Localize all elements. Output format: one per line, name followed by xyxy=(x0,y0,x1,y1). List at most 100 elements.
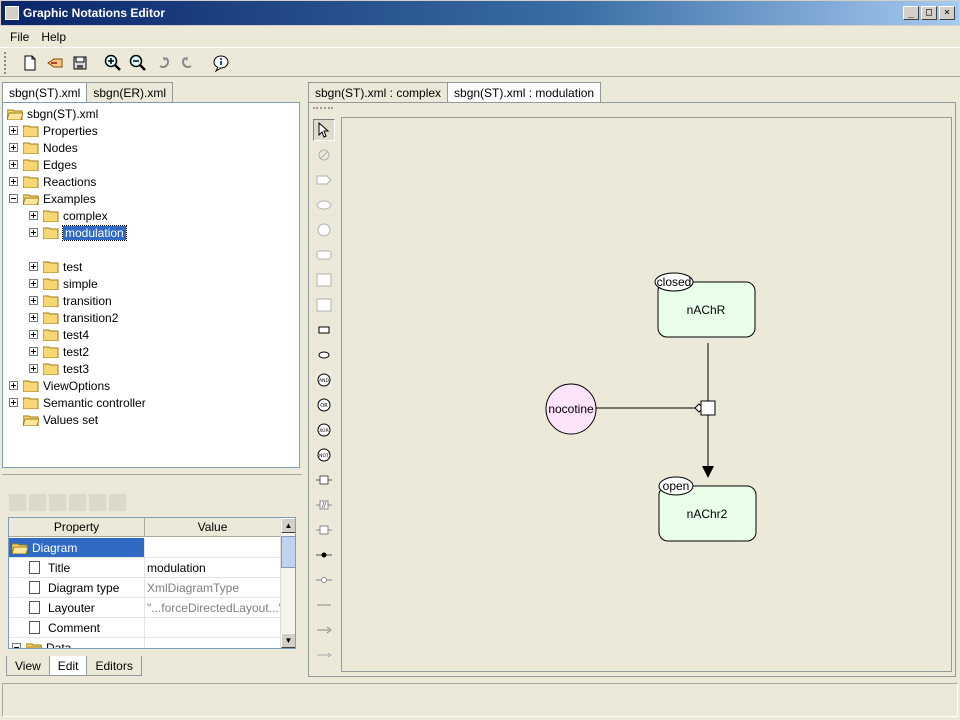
expand-icon[interactable] xyxy=(9,381,18,390)
property-value-comment[interactable] xyxy=(145,618,281,637)
repository-tree[interactable]: sbgn(ST).xml Properties Nodes Edges Reac… xyxy=(2,102,300,468)
omitted-process-tool-button[interactable] xyxy=(313,494,335,516)
column-header-value[interactable]: Value xyxy=(145,518,281,536)
close-button[interactable]: × xyxy=(939,6,955,20)
tab-complex[interactable]: sbgn(ST).xml : complex xyxy=(308,82,449,102)
select-tool-button[interactable] xyxy=(313,119,335,141)
scrollbar-thumb[interactable] xyxy=(281,536,295,568)
new-document-button[interactable] xyxy=(18,51,42,75)
zoom-out-button[interactable] xyxy=(126,51,150,75)
expand-icon[interactable] xyxy=(29,262,38,271)
circle-tool-button[interactable] xyxy=(313,219,335,241)
tree-item-root[interactable]: sbgn(ST).xml xyxy=(7,105,98,122)
properties-toolbar-button[interactable] xyxy=(68,493,87,512)
menu-file[interactable]: File xyxy=(10,29,30,44)
compartment-tool-button[interactable] xyxy=(313,294,335,316)
property-scrollbar[interactable]: ▲ ▼ xyxy=(280,518,295,648)
maximize-button[interactable]: □ xyxy=(921,6,937,20)
open-button[interactable] xyxy=(43,51,67,75)
tab-sbgn-er[interactable]: sbgn(ER).xml xyxy=(86,82,174,102)
menu-help[interactable]: Help xyxy=(41,29,67,44)
expand-icon[interactable] xyxy=(9,143,18,152)
diagram-canvas[interactable]: nAChR closed nAChr2 open nocotine xyxy=(341,117,952,672)
expand-icon[interactable] xyxy=(29,279,38,288)
xor-tool-button[interactable]: XOR xyxy=(313,419,335,441)
complex-tool-button[interactable] xyxy=(313,269,335,291)
properties-toolbar-button[interactable] xyxy=(48,493,67,512)
ellipse-tool-button[interactable] xyxy=(313,194,335,216)
tree-item-test3[interactable]: test3 xyxy=(29,360,89,377)
collapse-icon[interactable] xyxy=(12,643,21,648)
dissociation-tool-button[interactable] xyxy=(313,569,335,591)
node-nachr[interactable]: nAChR closed xyxy=(654,272,756,338)
tab-view[interactable]: View xyxy=(6,656,50,676)
minimize-button[interactable]: _ xyxy=(903,6,919,20)
tree-item-test[interactable]: test xyxy=(29,258,82,275)
property-row-title[interactable]: Title modulation xyxy=(9,558,281,578)
process-tool-button[interactable] xyxy=(313,469,335,491)
source-sink-tool-button[interactable] xyxy=(313,144,335,166)
expand-icon[interactable] xyxy=(29,228,38,237)
arrow-tool-button[interactable] xyxy=(313,619,335,641)
expand-icon[interactable] xyxy=(29,364,38,373)
tree-item-examples[interactable]: Examples xyxy=(9,190,96,207)
tree-item-values-set[interactable]: Values set xyxy=(9,411,98,428)
tab-edit[interactable]: Edit xyxy=(48,656,88,676)
unspecified-tool-button[interactable] xyxy=(313,169,335,191)
expand-icon[interactable] xyxy=(9,177,18,186)
expand-icon[interactable] xyxy=(9,398,18,407)
rounded-rect-tool-button[interactable] xyxy=(313,244,335,266)
tree-item-nodes[interactable]: Nodes xyxy=(9,139,78,156)
open-arrow-tool-button[interactable] xyxy=(313,644,335,666)
or-tool-button[interactable]: OR xyxy=(313,394,335,416)
process-node[interactable] xyxy=(700,400,716,416)
property-value-layouter[interactable]: "...forceDirectedLayout..." xyxy=(147,600,281,615)
tree-item-simple[interactable]: simple xyxy=(29,275,98,292)
tree-item-edges[interactable]: Edges xyxy=(9,156,77,173)
not-tool-button[interactable]: NOT xyxy=(313,444,335,466)
node-nachr2[interactable]: nAChr2 open xyxy=(658,476,757,542)
properties-toolbar-button[interactable] xyxy=(88,493,107,512)
property-value-title[interactable]: modulation xyxy=(147,560,206,575)
tree-item-transition[interactable]: transition xyxy=(29,292,112,309)
rectangle-tool-button[interactable] xyxy=(313,319,335,341)
tree-item-test2[interactable]: test2 xyxy=(29,343,89,360)
tree-item-viewoptions[interactable]: ViewOptions xyxy=(9,377,110,394)
property-group-data[interactable]: Data xyxy=(9,638,281,648)
expand-icon[interactable] xyxy=(29,211,38,220)
node-nocotine[interactable]: nocotine xyxy=(545,383,597,435)
info-button[interactable] xyxy=(209,51,233,75)
scroll-down-icon[interactable]: ▼ xyxy=(281,633,295,648)
tree-item-semantic-controller[interactable]: Semantic controller xyxy=(9,394,146,411)
expand-icon[interactable] xyxy=(29,313,38,322)
expand-icon[interactable] xyxy=(9,126,18,135)
and-tool-button[interactable]: AND xyxy=(313,369,335,391)
expand-icon[interactable] xyxy=(9,160,18,169)
properties-toolbar-button[interactable] xyxy=(28,493,47,512)
uncertain-process-tool-button[interactable] xyxy=(313,519,335,541)
tab-modulation[interactable]: sbgn(ST).xml : modulation xyxy=(447,82,602,102)
tree-item-complex[interactable]: complex xyxy=(29,207,108,224)
properties-toolbar-button[interactable] xyxy=(8,493,27,512)
oval-tool-button[interactable] xyxy=(313,344,335,366)
expand-icon[interactable] xyxy=(29,347,38,356)
collapse-icon[interactable] xyxy=(9,194,18,203)
tree-item-properties[interactable]: Properties xyxy=(9,122,98,139)
tree-item-test4[interactable]: test4 xyxy=(29,326,89,343)
redo-button[interactable] xyxy=(176,51,200,75)
tab-sbgn-st[interactable]: sbgn(ST).xml xyxy=(2,82,88,102)
property-row-layouter[interactable]: Layouter "...forceDirectedLayout..." xyxy=(9,598,281,618)
column-header-property[interactable]: Property xyxy=(9,518,145,536)
palette-grip[interactable] xyxy=(313,107,333,113)
scroll-up-icon[interactable]: ▲ xyxy=(281,518,295,533)
tree-item-transition2[interactable]: transition2 xyxy=(29,309,118,326)
line-tool-button[interactable] xyxy=(313,594,335,616)
tab-editors[interactable]: Editors xyxy=(86,656,142,676)
properties-toolbar-button[interactable] xyxy=(108,493,127,512)
property-row-diagram-type[interactable]: Diagram type XmlDiagramType xyxy=(9,578,281,598)
save-button[interactable] xyxy=(68,51,92,75)
tree-item-modulation[interactable]: modulation xyxy=(29,224,127,241)
property-row-comment[interactable]: Comment xyxy=(9,618,281,638)
expand-icon[interactable] xyxy=(29,296,38,305)
property-group-diagram[interactable]: Diagram xyxy=(9,538,281,558)
